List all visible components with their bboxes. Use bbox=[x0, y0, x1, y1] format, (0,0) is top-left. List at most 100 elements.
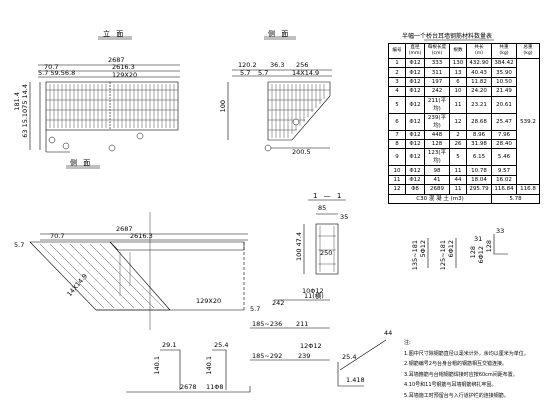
table-title: 半幅一个桥台耳墙钢筋材料数量表 bbox=[402, 33, 493, 40]
side2-top-strip bbox=[109, 241, 245, 251]
table-cell: 448 bbox=[424, 129, 450, 140]
table-cell: 7.96 bbox=[491, 129, 517, 140]
table-cell: 432.90 bbox=[466, 57, 492, 69]
table-cell: 20.61 bbox=[491, 95, 517, 114]
table-cell: 311 bbox=[424, 67, 450, 78]
table-cell: 6.15 bbox=[466, 148, 492, 167]
side-dim-top5: 5.7 bbox=[258, 69, 269, 77]
side-rebar-hatch bbox=[268, 84, 330, 138]
side-dim-top4: 5.7 bbox=[240, 69, 251, 77]
table-cell: Φ12 bbox=[405, 148, 425, 167]
table-cell: 6 bbox=[388, 112, 406, 131]
table-header-cell: 直径 (mm) bbox=[405, 43, 425, 59]
bar-8-top: 25.4 bbox=[214, 341, 229, 349]
elevation-callouts bbox=[48, 132, 144, 152]
bar-v-top-2: 33 bbox=[496, 227, 505, 235]
table-cell: 295.79 bbox=[466, 184, 492, 195]
side-wall-outline bbox=[267, 81, 331, 141]
table-concrete-row: C30 混 凝 土 (m3)5.78 bbox=[388, 193, 540, 204]
bar-callouts bbox=[264, 118, 300, 152]
elevation-dim-total: 2687 bbox=[108, 56, 125, 64]
table-cell: 28.68 bbox=[466, 112, 492, 131]
table-cell: 116.84 bbox=[491, 184, 517, 195]
table-cell: 197 bbox=[424, 76, 450, 88]
table-cell: Φ12 bbox=[405, 86, 425, 97]
table-cell: 16.02 bbox=[491, 174, 517, 186]
table-cell: 211(平均) bbox=[424, 95, 450, 114]
table-cell: 25.47 bbox=[491, 112, 517, 131]
rebar-quantity-table: 编号直径 (mm)每根长度 (cm)根数共长 (m)共重 (kg)总重 (kg)… bbox=[388, 43, 540, 204]
table-cell: 10.50 bbox=[491, 76, 517, 88]
elevation-title: 立 面 bbox=[103, 30, 126, 38]
bar-6-sub: 12Φ12 bbox=[300, 342, 322, 350]
bar-shape-11 bbox=[339, 339, 387, 371]
table-header-cell: 每根长度 (cm) bbox=[424, 43, 450, 59]
table-cell: 11 bbox=[449, 165, 467, 176]
table-cell: 10 bbox=[388, 165, 406, 176]
table-cell: 23.21 bbox=[466, 95, 492, 114]
table-header-cell: 共长 (m) bbox=[466, 43, 492, 59]
table-cell: 40.43 bbox=[466, 67, 492, 78]
bar-v-dim-2: 125~181 bbox=[439, 240, 447, 271]
table-cell: 1 bbox=[388, 57, 406, 69]
table-cell: 11 bbox=[388, 174, 406, 186]
table-cell: 41 bbox=[424, 174, 450, 186]
bar-10-len: 242 bbox=[272, 299, 285, 307]
table-cell: 26 bbox=[449, 138, 467, 150]
bar-10-qty: 11(横) bbox=[304, 292, 324, 300]
table-cell: 13 bbox=[449, 67, 467, 78]
bar-9-h: 1.418 bbox=[346, 376, 365, 384]
table-cell: 8.96 bbox=[466, 129, 492, 140]
table-cell: Φ12 bbox=[405, 76, 425, 88]
side2-dim-right: 5.7 bbox=[250, 305, 261, 313]
bar-v-sub-1: 5Φ12 bbox=[419, 240, 427, 258]
table-cell: 24.20 bbox=[466, 86, 492, 97]
note-5: 5.耳墙施工时预留台与入行道护栏的连接钢筋。 bbox=[404, 392, 509, 399]
table-total-8: 116.8 bbox=[516, 184, 540, 195]
section-dim-h: 100 47.4 bbox=[295, 232, 303, 261]
table-cell: 11 bbox=[449, 95, 467, 114]
table-cell: Φ12 bbox=[405, 112, 425, 131]
side2-rebar-hatch bbox=[39, 243, 165, 309]
table-cell: 239(平均) bbox=[424, 112, 450, 131]
table-cell: Φ12 bbox=[405, 165, 425, 176]
table-cell: 10.78 bbox=[466, 165, 492, 176]
side2-dim-total: 2687 bbox=[116, 225, 133, 233]
table-cell: 18.04 bbox=[466, 174, 492, 186]
table-header-cell: 编号 bbox=[388, 43, 406, 59]
table-cell: 130 bbox=[449, 57, 467, 69]
bar-5-dim: 185~236 bbox=[252, 320, 283, 328]
bar-7-top: 29.1 bbox=[162, 341, 177, 349]
table-cell: 2 bbox=[388, 67, 406, 78]
table-cell: 35.90 bbox=[491, 67, 517, 78]
side2-dim-b: 2616.3 bbox=[130, 232, 153, 240]
table-cell: 333 bbox=[424, 57, 450, 69]
table-header-cell: 共重 (kg) bbox=[491, 43, 517, 59]
table-cell: 44 bbox=[449, 174, 467, 186]
side-dim-bottom: 200.5 bbox=[292, 148, 311, 156]
table-cell: 5 bbox=[388, 95, 406, 114]
table-cell: 12 bbox=[449, 112, 467, 131]
table-cell: 123(平均) bbox=[424, 148, 450, 167]
table-cell: 12 bbox=[388, 184, 406, 195]
table-cell: 11 bbox=[449, 184, 467, 195]
table-cell: 6 bbox=[449, 76, 467, 88]
elevation-dim-b: 2616.3 bbox=[112, 63, 135, 71]
side-dim-top6: 14X14.9 bbox=[292, 69, 320, 77]
table-cell: Φ12 bbox=[405, 95, 425, 114]
table-header-cell: 根数 bbox=[449, 43, 467, 59]
notes-title: 注: bbox=[404, 340, 411, 346]
table-cell: 98 bbox=[424, 165, 450, 176]
table-concrete-label: C30 混 凝 土 (m3) bbox=[388, 193, 492, 204]
bar-shape-12 bbox=[126, 386, 251, 393]
table-cell: 128 bbox=[424, 138, 450, 150]
table-cell: 8 bbox=[388, 138, 406, 150]
bar-v-sub-2: 6Φ12 bbox=[447, 240, 455, 258]
